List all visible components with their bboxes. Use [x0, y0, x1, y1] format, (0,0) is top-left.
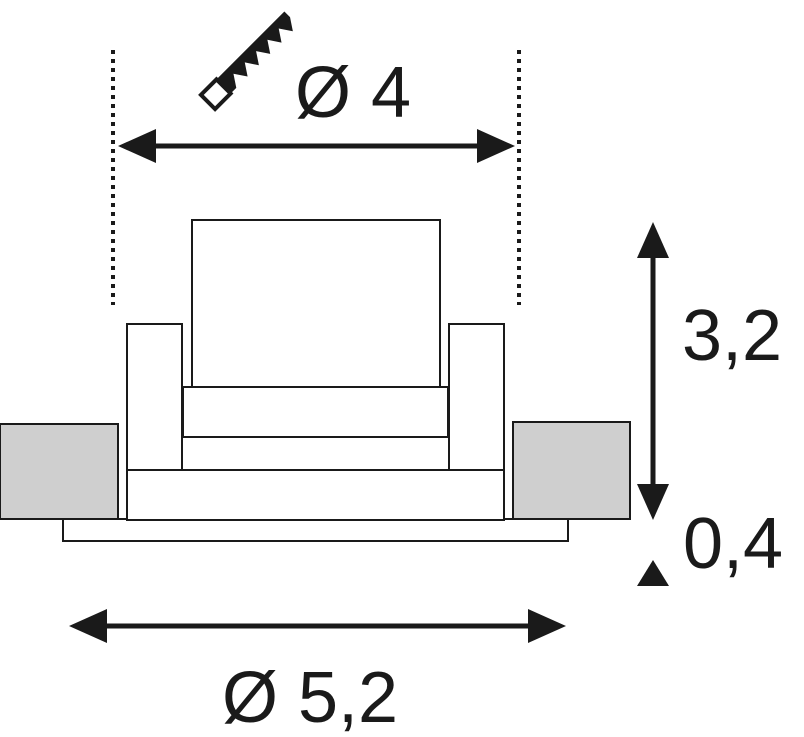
flange-height-label: 0,4 — [683, 504, 783, 584]
lamp-holder-plate — [182, 386, 449, 438]
cutout-diameter-arrow — [118, 129, 515, 163]
total-diameter-label: Ø 5,2 — [222, 658, 398, 737]
cutout-diameter-label: Ø 4 — [295, 53, 411, 133]
flange-height-arrow — [637, 560, 669, 586]
recess-height-label: 3,2 — [682, 296, 782, 376]
ceiling-right — [512, 421, 631, 520]
total-diameter-arrow — [69, 609, 566, 643]
recess-height-arrow — [637, 222, 669, 520]
housing-bottom — [126, 469, 505, 521]
ceiling-left — [0, 423, 119, 520]
saw-icon — [198, 11, 293, 112]
lamp-flange — [62, 518, 569, 542]
lamp-head — [191, 219, 441, 388]
